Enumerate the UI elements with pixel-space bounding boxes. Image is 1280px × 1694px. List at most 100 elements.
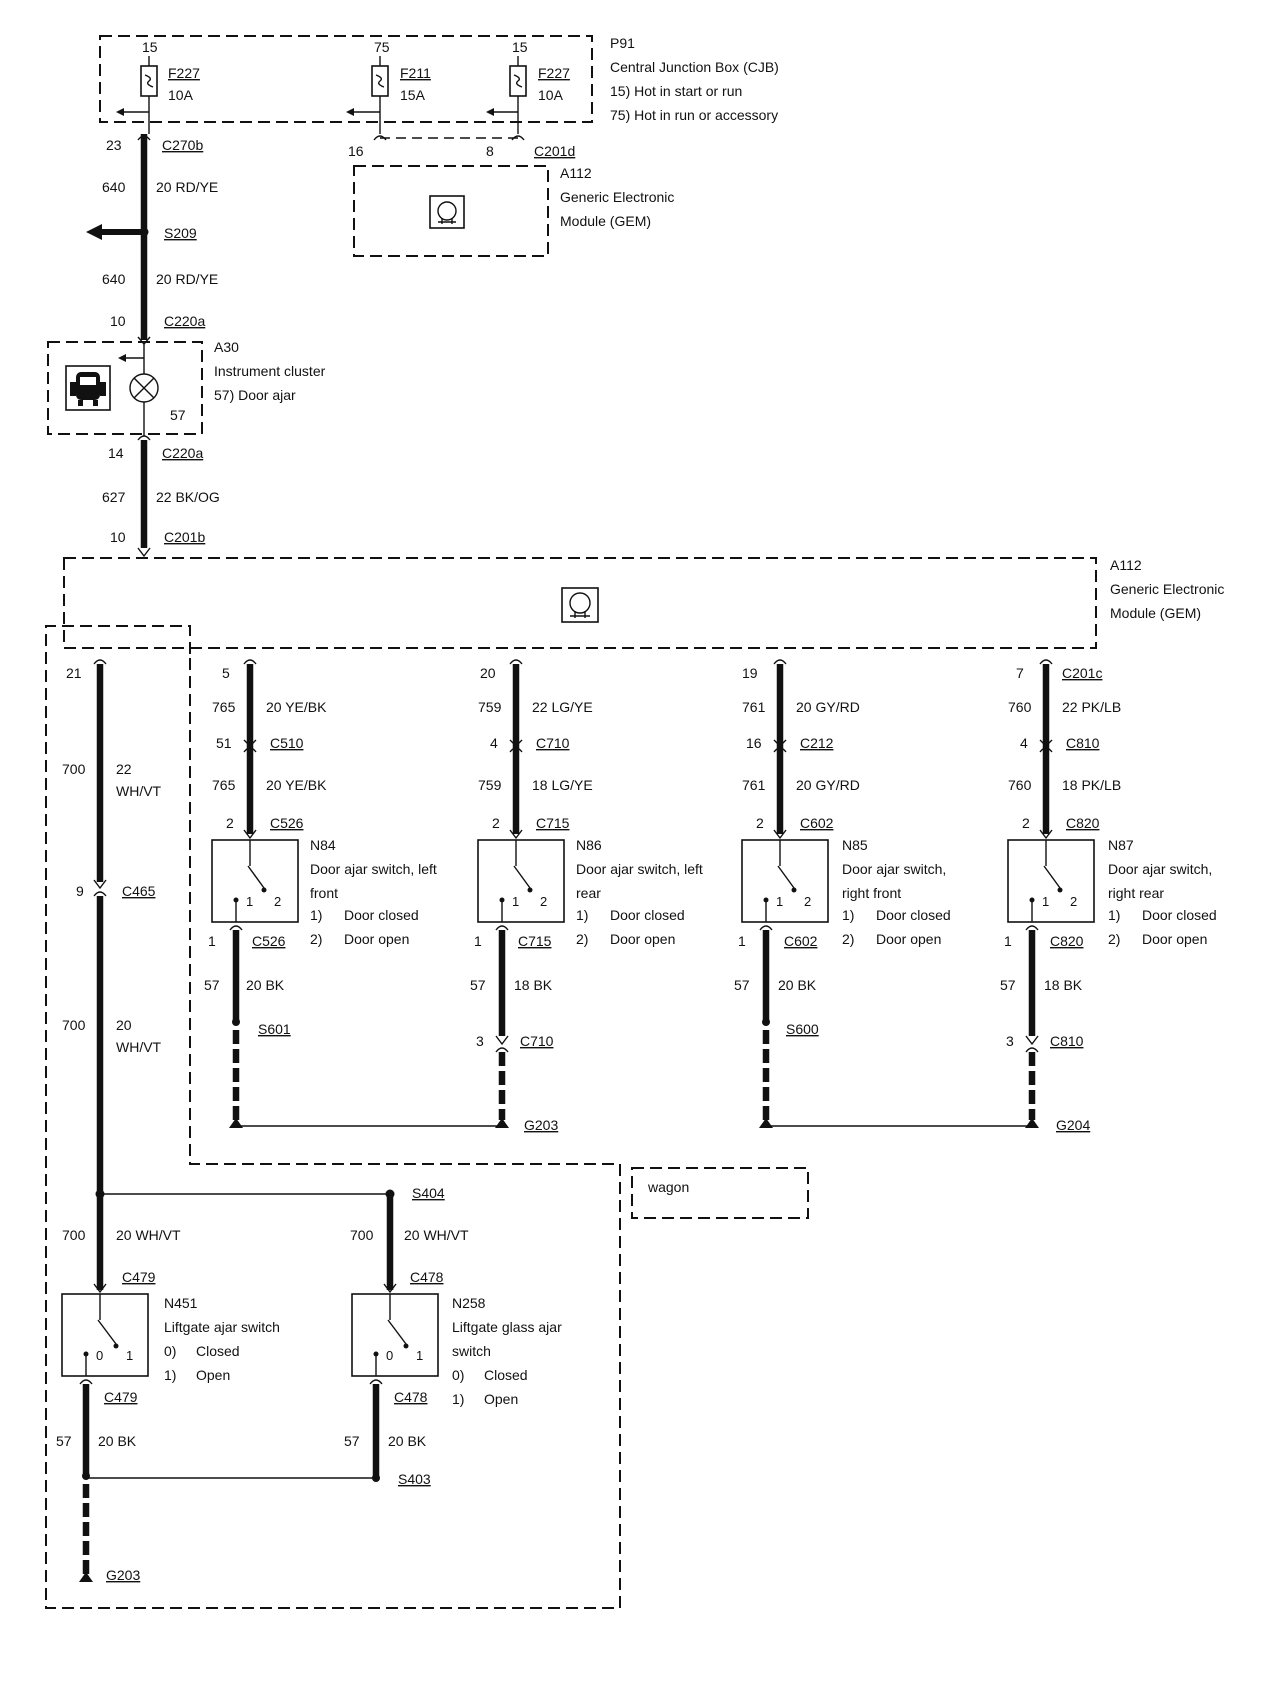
switch-connector: C602 — [800, 815, 834, 831]
wire-1: 22 LG/YE — [532, 699, 593, 715]
w2-circuit: 640 — [102, 271, 126, 287]
inline-pin: 4 — [1020, 735, 1028, 751]
gem-top-pin-right: 8 — [486, 143, 494, 159]
wire-2: 20 YE/BK — [266, 777, 327, 793]
svg-text:1: 1 — [416, 1348, 423, 1363]
gem-top-line1: Generic Electronic — [560, 189, 674, 205]
fuse-f227-left: 15 F227 10A — [116, 39, 200, 134]
gem-pin-21: 21 — [66, 665, 82, 681]
ground-circuit: 57 — [344, 1433, 360, 1449]
wagon-label: wagon — [647, 1179, 689, 1195]
state-2-num: 2) — [1108, 931, 1120, 947]
fuse-f227-right: 15 F227 10A — [486, 39, 570, 116]
liftgate-feed: 21 700 22 WH/VT 9 C465 700 20 WH/VT S404 — [62, 659, 445, 1290]
w3-wire: 22 BK/OG — [156, 489, 220, 505]
circuit-2: 759 — [478, 777, 502, 793]
bottom-label: C710 — [520, 1033, 554, 1049]
state-1-label: Door closed — [344, 907, 419, 923]
svg-text:1: 1 — [246, 894, 253, 909]
inline-connector: C212 — [800, 735, 834, 751]
gem-pin: 20 — [480, 665, 496, 681]
switch-connector: C820 — [1066, 815, 1100, 831]
cjb-legend-15: 15) Hot in start or run — [610, 83, 742, 99]
switch-desc-1: Door ajar switch, left — [310, 861, 437, 877]
state-2-num: 2) — [842, 931, 854, 947]
w1-wire: 20 RD/YE — [156, 179, 218, 195]
feed-wire-column: 23 C270b 640 20 RD/YE S209 640 20 RD/YE … — [86, 134, 218, 346]
ground-wire: 20 BK — [778, 977, 817, 993]
state-1-num: 1) — [1108, 907, 1120, 923]
feed-wire-2b: WH/VT — [116, 1039, 162, 1055]
state-2-num: 2) — [576, 931, 588, 947]
switch-connector: C715 — [536, 815, 570, 831]
circuit: 700 — [350, 1227, 374, 1243]
inline-pin: 51 — [216, 735, 232, 751]
svg-text:1: 1 — [126, 1348, 133, 1363]
instrument-cluster: 57 A30 Instrument cluster 57) Door ajar — [47, 339, 326, 436]
switch-desc-1: Door ajar switch, left — [576, 861, 703, 877]
gem-main-line2: Module (GEM) — [1110, 605, 1201, 621]
state-1-label: Open — [484, 1391, 518, 1407]
state-1-num: 1) — [576, 907, 588, 923]
svg-text:2: 2 — [804, 894, 811, 909]
switch-pin: 2 — [1022, 815, 1030, 831]
ground-wire: 18 BK — [1044, 977, 1083, 993]
door-ajar-switch: 1 2 N84 Door ajar switch, left front 1) … — [211, 837, 437, 947]
fuse-name: F211 — [400, 65, 431, 81]
switch-pin: 2 — [492, 815, 500, 831]
liftgate-switches: 700 20 WH/VT C479 0 1 N451 Liftgate ajar… — [56, 1227, 562, 1583]
svg-text:2: 2 — [274, 894, 281, 909]
liftgate-glass-ajar-switch: 700 20 WH/VT C478 0 1 N258 Liftgate glas… — [344, 1227, 562, 1482]
gem-top-id: A112 — [560, 165, 592, 181]
gem-main-connector: C201c — [1062, 665, 1102, 681]
inline-pin: 4 — [490, 735, 498, 751]
state-2-label: Door open — [876, 931, 941, 947]
wagon-option-boundary: wagon — [45, 625, 809, 1609]
door-ground-returns: 1 C526 57 20 BK S601 1 C715 57 18 BK 3 C… — [204, 925, 1090, 1133]
wire: 20 WH/VT — [404, 1227, 469, 1243]
door-ajar-switch: 1 2 N86 Door ajar switch, left rear 1) D… — [477, 837, 703, 947]
state-0-num: 0) — [164, 1343, 176, 1359]
ground-g204: G204 — [1056, 1117, 1090, 1133]
cluster-id: A30 — [214, 339, 239, 355]
feed-circuit-1: 700 — [62, 761, 86, 777]
wire: 20 WH/VT — [116, 1227, 181, 1243]
fuse-rating: 10A — [168, 87, 194, 103]
out-pin: 1 — [1004, 933, 1012, 949]
liftgate-ground: G203 — [106, 1567, 140, 1583]
out-connector: C715 — [518, 933, 552, 949]
door-branch: 5 765 20 YE/BK 51 C510 765 20 YE/BK 2 C5… — [212, 659, 327, 840]
door-ajar-icon — [65, 365, 111, 411]
out-pin: 1 — [474, 933, 482, 949]
out-connector: C820 — [1050, 933, 1084, 949]
door-branch: 19 761 20 GY/RD 16 C212 761 20 GY/RD 2 C… — [742, 659, 860, 840]
fuse-pin: 15 — [142, 39, 158, 55]
ground-wire: 20 BK — [246, 977, 285, 993]
ground-circuit: 57 — [204, 977, 220, 993]
wire-1: 20 YE/BK — [266, 699, 327, 715]
switch-id: N87 — [1108, 837, 1134, 853]
c220a-pin-in: 10 — [110, 313, 126, 329]
switch-id: N85 — [842, 837, 868, 853]
circuit-1: 759 — [478, 699, 502, 715]
cluster-to-gem-wire: 14 C220a 627 22 BK/OG 10 C201b — [102, 435, 220, 558]
state-0-label: Closed — [196, 1343, 240, 1359]
c201b-pin: 10 — [110, 529, 126, 545]
fuse-rating: 15A — [400, 87, 426, 103]
state-2-num: 2) — [310, 931, 322, 947]
c220a-pin-out: 14 — [108, 445, 124, 461]
gem-pin: 5 — [222, 665, 230, 681]
feed-wire-2a: 20 — [116, 1017, 132, 1033]
wire-2: 18 LG/YE — [532, 777, 593, 793]
liftgate-ajar-switch: 700 20 WH/VT C479 0 1 N451 Liftgate ajar… — [56, 1227, 280, 1582]
state-1-num: 1) — [452, 1391, 464, 1407]
state-0-num: 0) — [452, 1367, 464, 1383]
cjb-id: P91 — [610, 35, 635, 51]
gem-top-line2: Module (GEM) — [560, 213, 651, 229]
wire-2: 18 PK/LB — [1062, 777, 1121, 793]
circuit-1: 761 — [742, 699, 766, 715]
gem-top-connector: C201d — [534, 143, 575, 159]
cjb-name: Central Junction Box (CJB) — [610, 59, 779, 75]
c201b-connector: C201b — [164, 529, 205, 545]
circuit-1: 760 — [1008, 699, 1032, 715]
